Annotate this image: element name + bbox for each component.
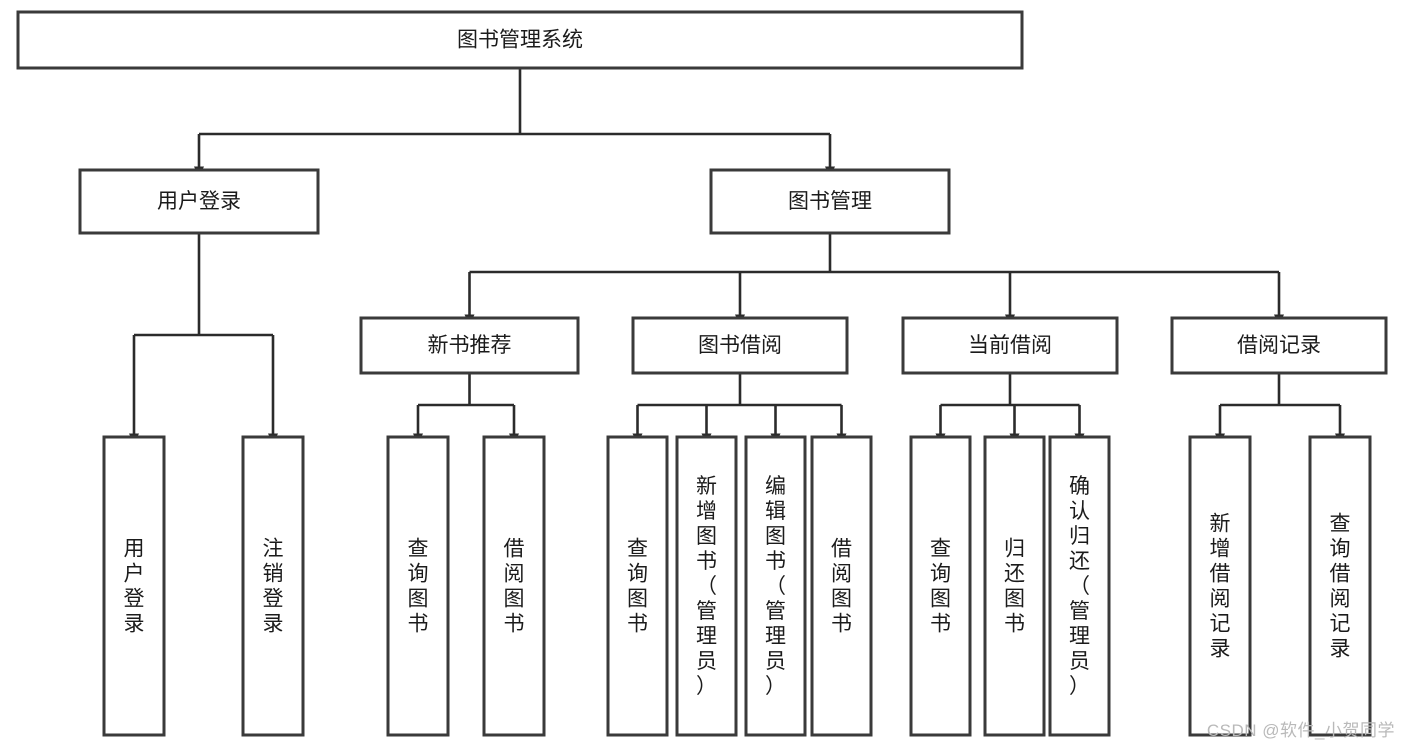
node-box-cb-query-book (909, 435, 972, 737)
node-new-book-recommend[interactable]: 新书推荐 (359, 316, 580, 375)
node-borrow-record[interactable]: 借阅记录 (1170, 316, 1388, 375)
node-box-book-manage (709, 168, 951, 235)
node-box-new-book-recommend (359, 316, 580, 375)
node-user-login-do[interactable]: 用户登录 (102, 435, 166, 737)
node-bb-add-book[interactable]: 新增图书（管理员） (675, 435, 738, 737)
node-br-query-record[interactable]: 查询借阅记录 (1308, 435, 1372, 737)
node-cb-return-book[interactable]: 归还图书 (983, 435, 1046, 737)
node-label-bb-edit-book: 编辑图书（管理员） (765, 475, 786, 698)
node-current-borrow[interactable]: 当前借阅 (901, 316, 1119, 375)
nodes-layer: 图书管理系统用户登录图书管理用户登录注销登录新书推荐查询图书借阅图书图书借阅查询… (16, 10, 1388, 737)
node-box-cb-return-book (983, 435, 1046, 737)
node-label-user-logout: 注销登录 (263, 538, 284, 636)
node-root[interactable]: 图书管理系统 (16, 10, 1024, 70)
node-label-user-login-do: 用户登录 (124, 538, 145, 636)
node-label-cb-return-book: 归还图书 (1004, 538, 1025, 636)
node-box-br-query-record (1308, 435, 1372, 737)
node-label-bb-add-book: 新增图书（管理员） (696, 475, 717, 698)
node-box-nbr-borrow-book (482, 435, 546, 737)
node-label-br-query-record: 查询借阅记录 (1330, 513, 1351, 661)
node-box-user-login (78, 168, 320, 235)
node-label-cb-confirm-return: 确认归还（管理员） (1069, 475, 1090, 698)
node-box-br-add-record (1188, 435, 1252, 737)
node-br-add-record[interactable]: 新增借阅记录 (1188, 435, 1252, 737)
node-label-current-borrow: 当前借阅 (968, 334, 1052, 357)
node-box-root (16, 10, 1024, 70)
node-bb-query-book[interactable]: 查询图书 (606, 435, 669, 737)
node-box-bb-edit-book (744, 435, 807, 737)
node-book-borrow[interactable]: 图书借阅 (631, 316, 849, 375)
node-label-book-borrow: 图书借阅 (698, 334, 782, 357)
node-box-bb-borrow-book (810, 435, 873, 737)
node-user-login[interactable]: 用户登录 (78, 168, 320, 235)
node-bb-edit-book[interactable]: 编辑图书（管理员） (744, 435, 807, 737)
node-label-user-login: 用户登录 (157, 190, 241, 213)
node-label-nbr-borrow-book: 借阅图书 (504, 538, 525, 636)
node-label-nbr-query-book: 查询图书 (408, 538, 429, 636)
node-box-book-borrow (631, 316, 849, 375)
node-cb-confirm-return[interactable]: 确认归还（管理员） (1048, 435, 1111, 737)
node-label-root: 图书管理系统 (457, 29, 583, 52)
node-nbr-query-book[interactable]: 查询图书 (386, 435, 450, 737)
edges-layer (129, 68, 1345, 445)
node-box-user-login-do (102, 435, 166, 737)
node-cb-query-book[interactable]: 查询图书 (909, 435, 972, 737)
node-box-bb-query-book (606, 435, 669, 737)
node-label-cb-query-book: 查询图书 (930, 538, 951, 636)
node-box-borrow-record (1170, 316, 1388, 375)
node-nbr-borrow-book[interactable]: 借阅图书 (482, 435, 546, 737)
node-box-nbr-query-book (386, 435, 450, 737)
node-label-bb-borrow-book: 借阅图书 (831, 538, 852, 636)
node-label-bb-query-book: 查询图书 (627, 538, 648, 636)
node-label-br-add-record: 新增借阅记录 (1210, 513, 1231, 661)
node-label-book-manage: 图书管理 (788, 190, 872, 213)
watermark-text: CSDN @软件_小贺同学 (1206, 721, 1395, 740)
node-bb-borrow-book[interactable]: 借阅图书 (810, 435, 873, 737)
node-box-cb-confirm-return (1048, 435, 1111, 737)
node-box-user-logout (241, 435, 305, 737)
node-book-manage[interactable]: 图书管理 (709, 168, 951, 235)
node-user-logout[interactable]: 注销登录 (241, 435, 305, 737)
node-box-bb-add-book (675, 435, 738, 737)
node-box-current-borrow (901, 316, 1119, 375)
node-label-new-book-recommend: 新书推荐 (428, 334, 512, 357)
node-label-borrow-record: 借阅记录 (1237, 334, 1321, 357)
